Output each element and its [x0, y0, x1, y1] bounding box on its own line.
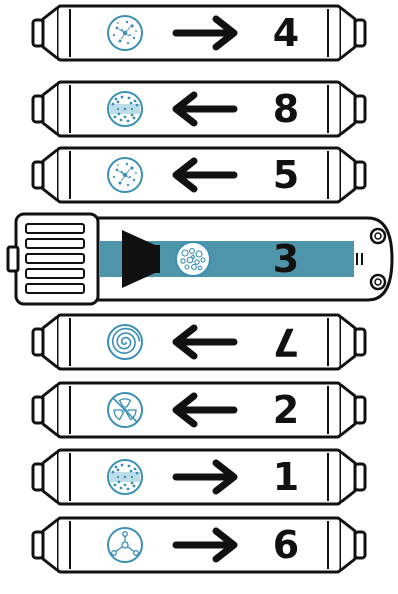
bubbles-icon	[176, 242, 210, 276]
vent-slot	[26, 284, 84, 293]
right-nozzle	[355, 20, 365, 46]
filter-cartridge-f1: 4	[33, 6, 365, 60]
carbon-band-icon	[108, 92, 142, 126]
left-nozzle	[33, 329, 43, 355]
right-nozzle	[355, 532, 365, 558]
left-cap	[43, 452, 57, 502]
right-cap	[341, 385, 355, 435]
right-cap	[341, 8, 355, 58]
left-cap	[43, 520, 57, 570]
filter-number: 6	[273, 523, 299, 567]
filter-cartridge-f4: 3	[8, 214, 392, 304]
molecule-icon	[108, 528, 142, 562]
left-cap	[43, 8, 57, 58]
right-cap	[341, 317, 355, 367]
vent-slot	[26, 254, 84, 263]
right-nozzle	[355, 464, 365, 490]
sediment-particles-icon	[108, 16, 142, 50]
left-cap	[43, 84, 57, 134]
vent-slot	[26, 239, 84, 248]
right-nozzle	[355, 96, 365, 122]
left-nozzle	[33, 397, 43, 423]
right-nozzle	[355, 162, 365, 188]
filter-cartridge-f7: 1	[33, 450, 365, 504]
left-nozzle	[33, 20, 43, 46]
left-nozzle	[33, 532, 43, 558]
right-nozzle	[355, 397, 365, 423]
filter-cartridge-f8: 6	[33, 518, 365, 572]
right-nozzle	[355, 329, 365, 355]
spiral-icon	[108, 325, 142, 359]
filter-number: 7	[273, 320, 299, 364]
left-cap	[43, 150, 57, 200]
left-nozzle	[33, 162, 43, 188]
filter-number: 1	[273, 455, 299, 499]
filter-number: 5	[273, 153, 299, 197]
radiation-crossed-icon	[108, 393, 142, 427]
filter-cartridge-f6: 2	[33, 383, 365, 437]
sediment-particles-icon	[108, 158, 142, 192]
filter-cartridge-f3: 5	[33, 148, 365, 202]
filter-number: 4	[273, 11, 299, 55]
filter-cartridge-f2: 8	[33, 82, 365, 136]
vent-slot	[26, 269, 84, 278]
ballast-plug	[8, 247, 18, 271]
right-cap	[341, 150, 355, 200]
left-nozzle	[33, 96, 43, 122]
right-cap	[341, 452, 355, 502]
filter-number: 8	[273, 87, 299, 131]
left-cap	[43, 317, 57, 367]
right-cap	[341, 520, 355, 570]
left-cap	[43, 385, 57, 435]
filter-number: 3	[273, 237, 299, 281]
filter-number: 2	[273, 388, 299, 432]
filter-cartridge-f5: 7	[33, 315, 365, 369]
right-cap	[341, 84, 355, 134]
carbon-band-icon	[108, 460, 142, 494]
vent-slot	[26, 224, 84, 233]
left-nozzle	[33, 464, 43, 490]
